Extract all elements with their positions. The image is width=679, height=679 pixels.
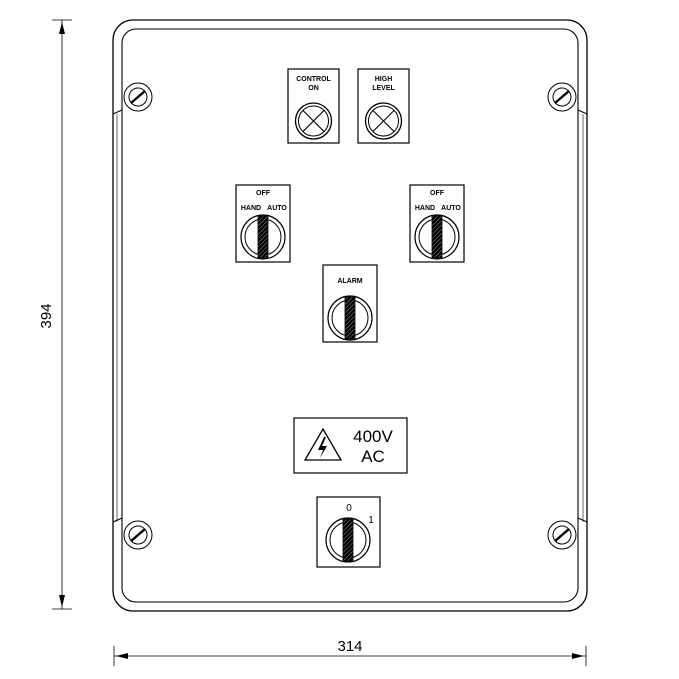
- selector-switch-left: OFF HAND AUTO: [235, 184, 291, 263]
- pilot-light-high-level: HIGH LEVEL: [357, 68, 410, 144]
- voltage-label-line1: 400V: [353, 427, 393, 446]
- enclosure-body: [112, 19, 588, 612]
- height-dimension: 394: [38, 19, 72, 610]
- selector-right-hand-label: HAND: [415, 205, 435, 212]
- selector-right-auto-label: AUTO: [441, 205, 461, 212]
- control-on-label-line1: CONTROL: [296, 76, 331, 83]
- height-dimension-label: 394: [38, 303, 55, 328]
- selector-right-off-label: OFF: [430, 190, 445, 197]
- corner-screw-top-right: [547, 82, 577, 112]
- high-level-label-line1: HIGH: [375, 76, 393, 83]
- corner-screw-bottom-left: [123, 520, 153, 550]
- alarm-label: ALARM: [337, 278, 362, 285]
- high-level-label-line2: LEVEL: [372, 85, 395, 92]
- isolator-position-1-label: 1: [368, 515, 374, 526]
- alarm-switch: ALARM: [322, 264, 378, 343]
- isolator-position-0-label: 0: [346, 503, 352, 514]
- main-isolator-switch: 0 1: [316, 496, 381, 568]
- width-dimension: 314: [113, 638, 587, 666]
- selector-left-auto-label: AUTO: [267, 205, 287, 212]
- selector-switch-right: OFF HAND AUTO: [409, 184, 465, 263]
- corner-screw-bottom-right: [547, 520, 577, 550]
- width-dimension-label: 314: [337, 638, 362, 655]
- voltage-warning-label: 400V AC: [293, 417, 408, 474]
- selector-left-off-label: OFF: [256, 190, 271, 197]
- voltage-label-line2: AC: [361, 447, 385, 466]
- selector-left-hand-label: HAND: [241, 205, 261, 212]
- lightning-bolt-icon: [303, 427, 343, 461]
- corner-screw-top-left: [123, 82, 153, 112]
- pilot-light-control-on: CONTROL ON: [287, 68, 340, 144]
- control-on-label-line2: ON: [308, 85, 319, 92]
